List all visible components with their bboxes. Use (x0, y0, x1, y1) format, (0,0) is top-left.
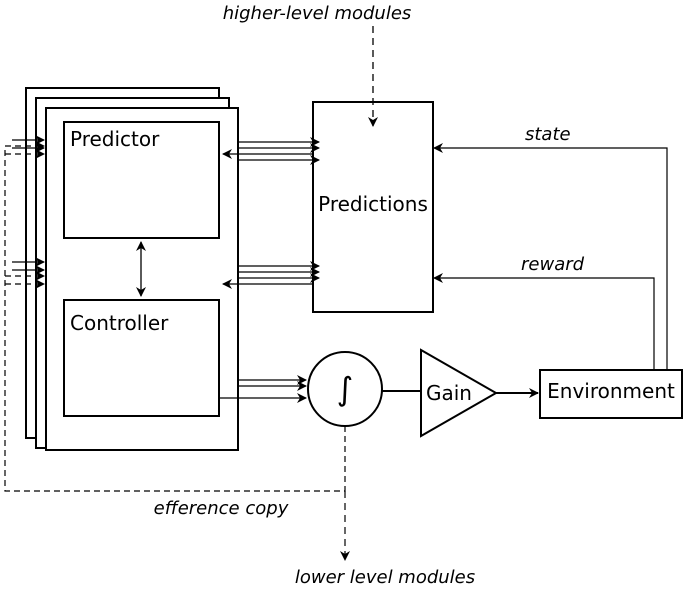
efference-copy-label: efference copy (154, 498, 289, 519)
reward-feedback-arrow (433, 273, 655, 370)
gain-label: Gain (426, 381, 472, 405)
state-feedback-arrow (433, 143, 668, 370)
controller-box (63, 299, 220, 417)
gain-triangle (420, 348, 499, 438)
controller-label: Controller (70, 311, 169, 335)
environment-box (539, 369, 683, 419)
state-label: state (525, 124, 571, 145)
predictions-box (312, 101, 434, 313)
predictor-box (63, 121, 220, 239)
higher-level-modules-label: higher-level modules (223, 3, 412, 24)
predictor-label: Predictor (70, 127, 160, 151)
efference-copy-loop (4, 141, 346, 492)
integrator-symbol: ∫ (337, 370, 354, 408)
predictions-label: Predictions (318, 192, 428, 216)
reward-label: reward (521, 254, 585, 275)
environment-label: Environment (547, 379, 675, 403)
lower-level-modules-label: lower level modules (295, 567, 475, 588)
